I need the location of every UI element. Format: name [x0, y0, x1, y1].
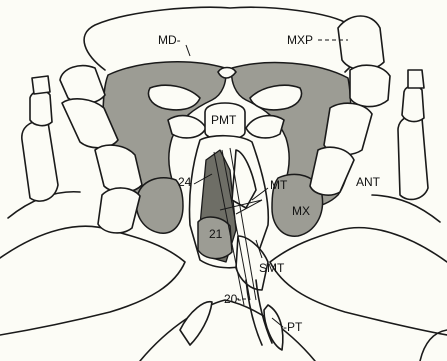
body-outline-right [270, 228, 447, 335]
label-ant: ANT [356, 175, 381, 189]
label-mxp: MXP [287, 33, 313, 47]
label-md: MD- [158, 33, 181, 47]
body-outline-left [0, 226, 185, 335]
label-21: 21 [209, 227, 223, 241]
antenna-left [22, 76, 58, 201]
label-20: 20- [224, 292, 241, 306]
palp-tip-left [180, 302, 212, 345]
maxilla-left [136, 178, 183, 233]
label-mt: MT [270, 178, 288, 192]
palp-tip-right [264, 305, 283, 350]
label-smt: SMT [259, 261, 285, 275]
label-24: 24 [178, 175, 192, 189]
label-pmt: PMT [211, 113, 237, 127]
antenna-right [398, 70, 428, 199]
label-mx: MX [292, 204, 310, 218]
label-pt: -PT [283, 320, 303, 334]
leader-md [186, 45, 190, 56]
